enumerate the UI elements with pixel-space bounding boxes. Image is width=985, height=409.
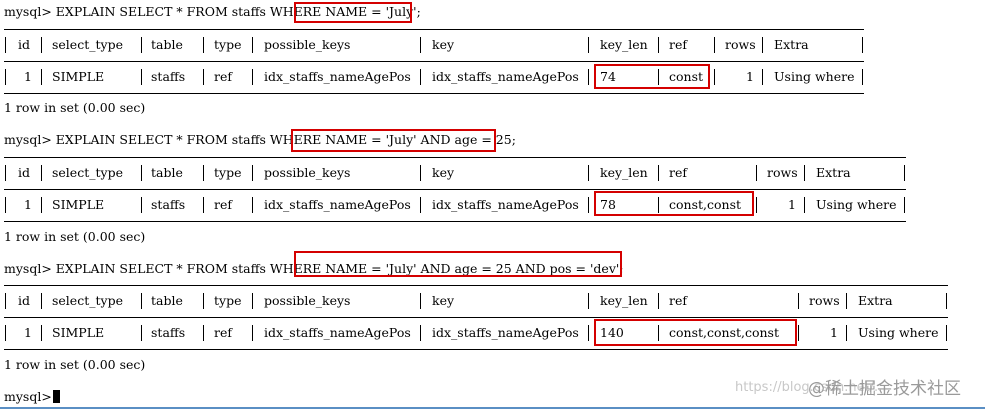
cell-ref: const,const [669,197,742,212]
cell-rows: 1 [788,197,796,212]
col-header: key [432,165,455,180]
cell-key: idx_staffs_nameAgePos [432,69,579,84]
table-border [4,317,948,318]
query-line-3: mysql> EXPLAIN SELECT * FROM staffs WHER… [4,261,624,276]
watermark-site: @稀土掘金技术社区 [808,379,961,399]
table-border [4,93,864,94]
col-header: key_len [600,37,648,52]
col-header: possible_keys [264,165,351,180]
block-cursor-icon [53,390,60,403]
cell-possible-keys: idx_staffs_nameAgePos [264,197,411,212]
col-header: rows [767,165,798,180]
col-header: type [214,37,242,52]
watermark-blog: https://blog.csdn.net/... [735,380,887,395]
highlight-query-1 [294,2,412,23]
cell-table: staffs [151,197,186,212]
col-header: id [18,37,30,52]
col-header: id [18,293,30,308]
result-footer-3: 1 row in set (0.00 sec) [4,357,146,372]
cell-key: idx_staffs_nameAgePos [432,197,579,212]
cell-key: idx_staffs_nameAgePos [432,325,579,340]
query-line-2: mysql> EXPLAIN SELECT * FROM staffs WHER… [4,132,516,147]
col-header: id [18,165,30,180]
table-border [4,189,906,190]
cell-ref: const [669,69,704,84]
col-header: select_type [52,293,123,308]
cell-id: 1 [24,325,32,340]
table-border [4,349,948,350]
cell-id: 1 [24,197,32,212]
highlight-keylen-ref-3 [594,319,797,346]
col-header: possible_keys [264,293,351,308]
cell-type: ref [214,325,232,340]
col-header: select_type [52,165,123,180]
cell-table: staffs [151,325,186,340]
highlight-query-2 [291,129,496,152]
cell-ref: const,const,const [669,325,779,340]
col-header: Extra [774,37,809,52]
cell-key-len: 74 [600,69,616,84]
cell-select-type: SIMPLE [52,69,105,84]
col-header: type [214,293,242,308]
cell-possible-keys: idx_staffs_nameAgePos [264,325,411,340]
cell-extra: Using where [774,69,855,84]
col-header: ref [669,37,687,52]
result-footer-2: 1 row in set (0.00 sec) [4,229,146,244]
col-header: ref [669,165,687,180]
col-header: ref [669,293,687,308]
table-border [4,61,864,62]
highlight-keylen-ref-1 [594,64,710,89]
cell-select-type: SIMPLE [52,325,105,340]
col-header: Extra [816,165,851,180]
col-header: table [151,37,183,52]
col-header: key_len [600,165,648,180]
cell-extra: Using where [858,325,939,340]
col-header: key [432,293,455,308]
cell-key-len: 140 [600,325,624,340]
highlight-keylen-ref-2 [594,191,754,216]
cell-key-len: 78 [600,197,616,212]
col-header: rows [725,37,756,52]
table-border [4,29,864,30]
col-header: table [151,293,183,308]
cell-id: 1 [24,69,32,84]
cell-type: ref [214,69,232,84]
table-border [4,285,948,286]
col-header: possible_keys [264,37,351,52]
cell-select-type: SIMPLE [52,197,105,212]
table-border [4,221,906,222]
col-header: key [432,37,455,52]
cell-rows: 1 [746,69,754,84]
input-prompt[interactable]: mysql> [4,389,52,404]
cell-type: ref [214,197,232,212]
cell-extra: Using where [816,197,897,212]
table-border [4,157,906,158]
cell-possible-keys: idx_staffs_nameAgePos [264,69,411,84]
col-header: Extra [858,293,893,308]
cell-table: staffs [151,69,186,84]
col-header: select_type [52,37,123,52]
col-header: rows [809,293,840,308]
window-bottom-border [0,407,985,409]
col-header: type [214,165,242,180]
col-header: key_len [600,293,648,308]
highlight-query-3 [294,251,622,277]
cell-rows: 1 [830,325,838,340]
result-footer-1: 1 row in set (0.00 sec) [4,100,146,115]
col-header: table [151,165,183,180]
